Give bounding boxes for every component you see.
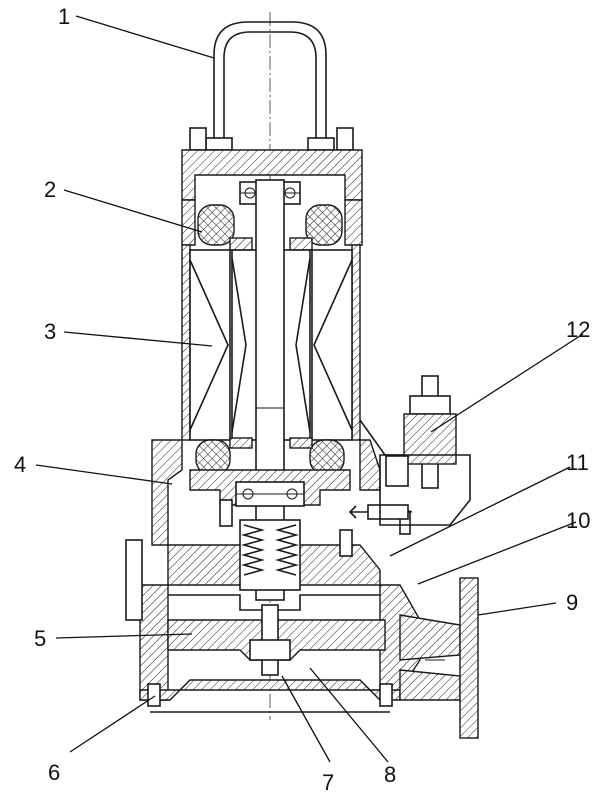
leader-12 <box>430 333 584 433</box>
callout-11: 11 <box>566 450 589 475</box>
callout-10: 10 <box>566 508 590 533</box>
leader-4 <box>35 464 173 485</box>
callout-1: 1 <box>58 4 70 29</box>
leader-6 <box>69 695 156 753</box>
rotation-arrow-icon <box>348 504 413 520</box>
callout-6: 6 <box>48 760 60 785</box>
callout-labels: 1 2 3 4 5 6 7 8 9 10 11 12 <box>14 4 590 795</box>
intermediate-housing <box>151 439 381 546</box>
callout-2: 2 <box>44 177 56 202</box>
leader-2 <box>63 189 203 233</box>
discharge-outlet <box>399 577 479 739</box>
winding-ends-lower <box>195 437 345 475</box>
callout-4: 4 <box>14 452 26 477</box>
pump-base <box>139 679 401 713</box>
lifting-handle <box>189 21 354 151</box>
callout-8: 8 <box>384 762 396 787</box>
callout-12: 12 <box>566 317 590 342</box>
stator-core <box>189 249 353 441</box>
callout-3: 3 <box>44 319 56 344</box>
impeller <box>167 604 386 676</box>
leader-3 <box>63 331 213 347</box>
leader-10 <box>417 521 577 585</box>
leader-9 <box>477 602 557 616</box>
cable-gland <box>379 375 471 526</box>
leader-5 <box>55 633 193 639</box>
callout-7: 7 <box>322 770 334 795</box>
callout-9: 9 <box>566 590 578 615</box>
mechanical-seal <box>167 499 411 591</box>
leader-7 <box>281 675 331 763</box>
leader-11 <box>389 466 571 557</box>
leader-lines <box>35 15 584 763</box>
callout-5: 5 <box>34 626 46 651</box>
leader-8 <box>309 667 389 763</box>
leader-1 <box>75 15 215 59</box>
winding-ends-upper <box>197 204 343 251</box>
